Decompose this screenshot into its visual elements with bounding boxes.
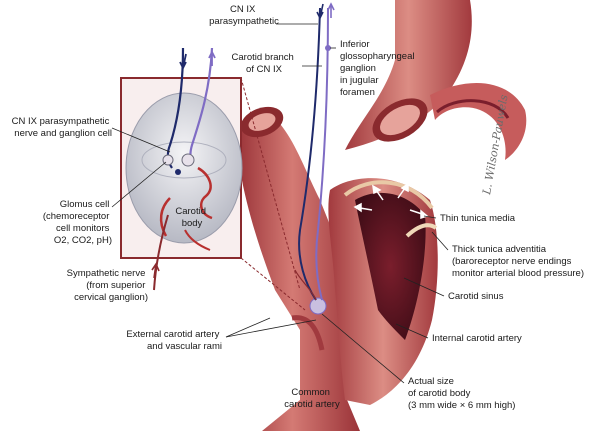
label-internal-carotid-artery: Internal carotid artery [432, 333, 522, 344]
carotid-body-actual [309, 297, 327, 315]
cn9-nerve-dark [298, 7, 321, 301]
tunica-media [343, 180, 434, 210]
label-thick-tunica-adventitia: Thick tunica adventitia (baroreceptor ne… [452, 244, 584, 279]
label-cn9-nerve-ganglion: CN IX parasympathetic nerve and ganglion… [12, 116, 112, 139]
leader-lines [111, 23, 449, 384]
label-carotid-sinus: Carotid sinus [448, 291, 504, 302]
internal-carotid-upper-segment [345, 0, 472, 150]
artery-cut-ring [430, 83, 527, 160]
cn9-nerve-light [315, 7, 329, 301]
label-carotid-body-inset: Carotid body [175, 206, 208, 229]
label-cn9-parasympathetic: CN IX parasympathetic [209, 4, 279, 27]
label-inferior-ganglion: Inferior glossopharyngeal ganglion in ju… [340, 39, 417, 98]
inferior-ganglion [325, 45, 331, 51]
label-glomus-cell: Glomus cell (chemoreceptor cell monitors… [43, 199, 112, 246]
label-common-carotid-artery: Common carotid artery [284, 387, 340, 410]
label-carotid-branch: Carotid branch of CN IX [232, 52, 297, 75]
label-sympathetic-nerve: Sympathetic nerve (from superior cervica… [67, 268, 148, 303]
external-carotid-artery [236, 108, 360, 431]
label-external-carotid-artery: External carotid artery and vascular ram… [126, 329, 222, 352]
sympathetic-nerve [153, 214, 169, 291]
label-actual-size: Actual size of carotid body (3 mm wide ×… [408, 376, 515, 411]
carotid-sinus-lumen [355, 192, 426, 340]
inset-capillaries [197, 166, 213, 220]
vascular-rami [291, 315, 325, 351]
glomus-cell [181, 153, 195, 167]
carotid-body-capsule [125, 92, 243, 244]
pressure-arrows [353, 182, 429, 220]
label-thin-tunica-media: Thin tunica media [440, 213, 516, 224]
